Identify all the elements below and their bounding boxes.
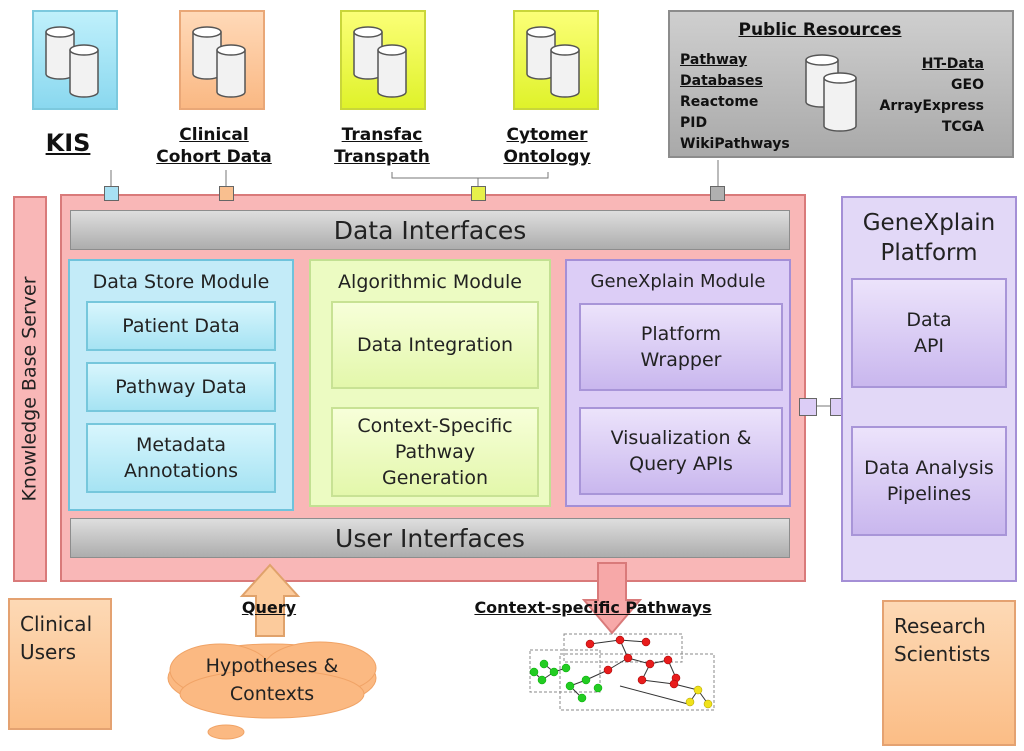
algorithmic-module-title: Algorithmic Module	[338, 271, 522, 293]
arrayexpress-item: ArrayExpress	[879, 98, 984, 114]
transfac-cytomer-connector	[471, 186, 486, 201]
pid-item: PID	[680, 115, 708, 131]
pathway-data-box: Pathway Data	[86, 362, 276, 412]
clinical-label-line2: Cohort Data	[156, 147, 272, 167]
public-resources-box: Public Resources Pathway Databases React…	[668, 10, 1014, 158]
genexplain-module-title: GeneXplain Module	[590, 271, 766, 292]
pathway-heading: Pathway	[680, 52, 748, 68]
transfac-database-box	[340, 10, 426, 110]
data-integration-box: Data Integration	[331, 301, 539, 389]
public-resources-left-list: Pathway Databases Reactome PID WikiPathw…	[680, 50, 790, 155]
genexplain-platform-box: GeneXplain Platform Data API Data Analys…	[841, 196, 1017, 582]
cytomer-database-box	[513, 10, 599, 110]
knowledge-base-server-label: Knowledge Base Server	[19, 276, 42, 502]
context-specific-pathways-label: Context-specific Pathways	[474, 598, 712, 617]
metadata-annotations-box: Metadata Annotations	[86, 423, 276, 493]
data-api-box: Data API	[851, 278, 1007, 388]
tcga-item: TCGA	[941, 119, 984, 135]
database-icon	[805, 54, 857, 132]
patient-data-box: Patient Data	[86, 301, 276, 351]
platform-title-line1: GeneXplain	[862, 210, 996, 236]
visualization-query-apis-box: Visualization & Query APIs	[579, 407, 783, 495]
clinical-database-box	[179, 10, 265, 110]
data-analysis-pipelines-box: Data Analysis Pipelines	[851, 426, 1007, 536]
pathways-down-arrow	[581, 562, 643, 635]
data-store-module-title: Data Store Module	[92, 271, 270, 293]
cytomer-label-line2: Ontology	[503, 147, 591, 167]
geo-item: GEO	[951, 77, 984, 93]
query-up-arrow	[239, 563, 301, 637]
transfac-label-line2: Transpath	[334, 147, 430, 167]
databases-heading: Databases	[680, 73, 763, 89]
server-platform-connector-left	[799, 398, 817, 416]
transfac-label-line1: Transfac	[341, 125, 423, 145]
database-icon	[45, 26, 99, 98]
clinical-cohort-label: Clinical Cohort Data	[150, 124, 278, 168]
platform-wrapper-box: Platform Wrapper	[579, 303, 783, 391]
cytomer-label-line1: Cytomer	[506, 125, 588, 145]
reactome-item: Reactome	[680, 94, 759, 110]
kis-connector	[104, 186, 119, 201]
user-interfaces-bar: User Interfaces	[70, 518, 790, 558]
cytomer-label: Cytomer Ontology	[494, 124, 600, 168]
research-scientists-label: Research Scientists	[894, 614, 991, 666]
public-resources-title: Public Resources	[738, 20, 902, 40]
clinical-connector	[219, 186, 234, 201]
clinical-label-line1: Clinical	[179, 125, 249, 145]
ht-data-heading: HT-Data	[921, 56, 984, 72]
genexplain-module: GeneXplain Module Platform Wrapper Visua…	[565, 259, 791, 507]
public-resources-right-list: HT-Data GEO ArrayExpress TCGA	[880, 54, 984, 138]
platform-title-line2: Platform	[880, 240, 978, 266]
wikipathways-item: WikiPathways	[680, 136, 790, 152]
hypotheses-cloud-shape	[167, 641, 377, 740]
pathway-network-illustration	[529, 633, 715, 711]
database-icon	[526, 26, 580, 98]
query-label: Query	[241, 598, 297, 617]
knowledge-base-server-side-label: Knowledge Base Server	[13, 196, 47, 582]
data-store-module: Data Store Module Patient Data Pathway D…	[68, 259, 294, 511]
transfac-label: Transfac Transpath	[322, 124, 442, 168]
public-resources-connector	[710, 186, 725, 201]
hypotheses-contexts-label: Hypotheses & Contexts	[205, 655, 339, 705]
database-icon	[353, 26, 407, 98]
research-scientists-box: Research Scientists	[882, 600, 1016, 746]
clinical-users-box: Clinical Users	[8, 598, 112, 730]
context-specific-pathway-generation-box: Context-Specific Pathway Generation	[331, 407, 539, 497]
kis-database-box	[32, 10, 118, 110]
kis-label: KIS	[45, 129, 91, 157]
database-icon	[192, 26, 246, 98]
algorithmic-module: Algorithmic Module Data Integration Cont…	[309, 259, 551, 507]
data-interfaces-bar: Data Interfaces	[70, 210, 790, 250]
clinical-users-label: Clinical Users	[20, 612, 93, 664]
genexplain-platform-title: GeneXplain Platform	[843, 208, 1015, 268]
